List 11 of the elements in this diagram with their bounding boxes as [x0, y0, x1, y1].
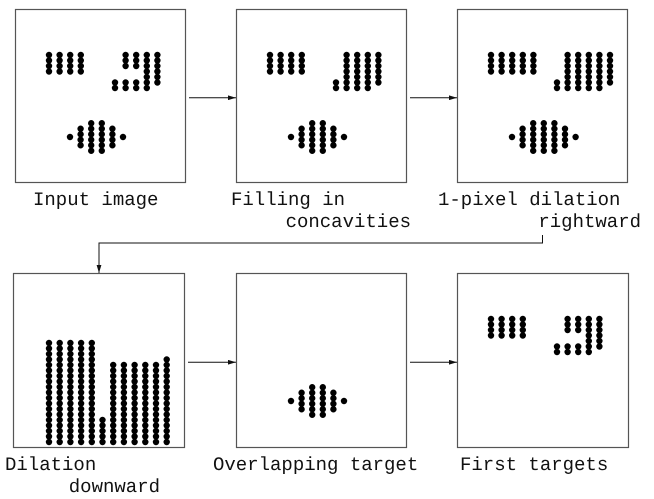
panel-caption: Filling in concavities — [231, 189, 411, 233]
panel-caption: First targets — [460, 454, 610, 476]
arrow — [188, 95, 236, 100]
arrow — [410, 360, 458, 365]
arrow — [96, 234, 543, 274]
arrow — [188, 360, 236, 365]
arrow — [410, 95, 458, 100]
panel-caption: Dilation downward — [5, 454, 160, 498]
panel-caption: Input image — [33, 189, 160, 211]
panel-caption: 1-pixel dilation rightward — [438, 189, 641, 233]
panel-caption: Overlapping target — [213, 454, 420, 476]
